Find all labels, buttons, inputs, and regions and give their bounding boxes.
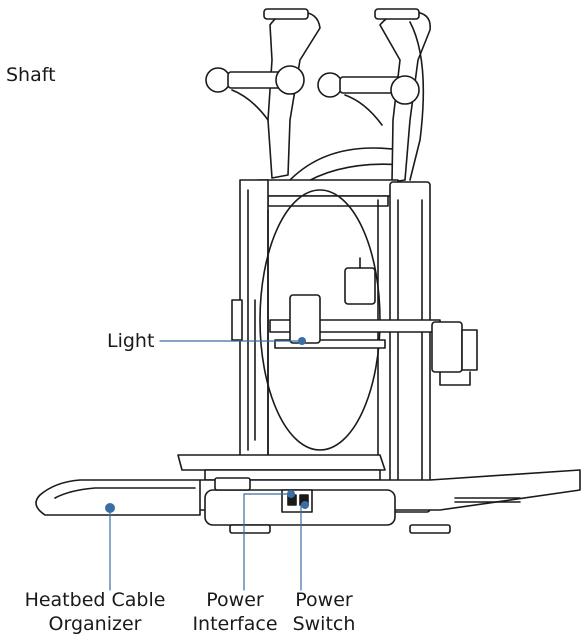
printer-frame [231,179,478,513]
shaft-label: Shaft [6,64,56,86]
power-switch-label: Power Switch [284,588,364,636]
power-interface-label-line1: Power [206,589,264,611]
heatbed-cable-organizer-label: Heatbed Cable Organizer [10,588,180,636]
spool-holder [205,8,431,187]
heatbed-cable-organizer-label-line1: Heatbed Cable [24,589,166,611]
heatbed-cable-organizer-label-line2: Organizer [48,613,142,635]
power-interface-label-line2: Interface [192,613,278,635]
light-marker-dot [298,337,306,345]
light-label: Light [107,330,155,352]
printer-base [35,454,581,534]
heatbed-cable-organizer-marker-dot [105,503,115,513]
power-interface-marker-dot [287,490,295,498]
power-switch-marker-dot [301,501,309,509]
power-switch-label-line2: Switch [292,613,356,635]
leader-lines [105,337,309,591]
power-switch-label-line1: Power [295,589,353,611]
power-interface-label: Power Interface [188,588,282,636]
